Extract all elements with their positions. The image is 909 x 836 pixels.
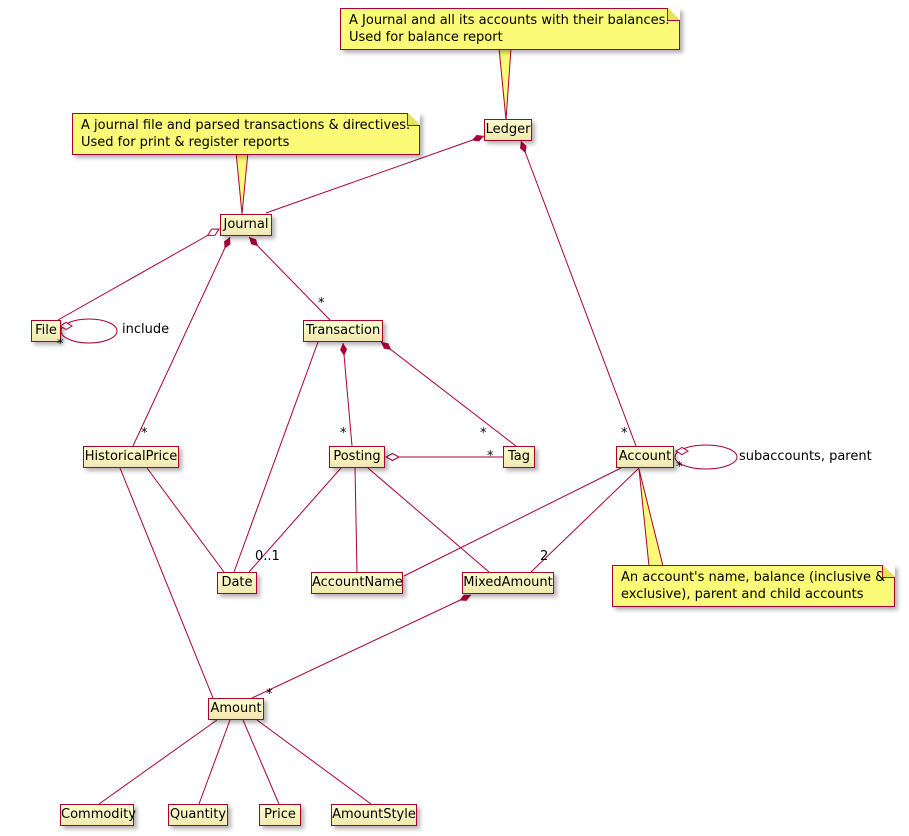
edge-transaction-tag — [380, 341, 517, 447]
class-mixedamount: MixedAmount — [462, 572, 554, 594]
edge-posting-date — [248, 467, 342, 573]
class-account: Account — [616, 446, 674, 468]
edge-journal-file — [57, 229, 219, 321]
note-text-line: A Journal and all its accounts with thei… — [349, 13, 670, 28]
note-fold-icon — [666, 8, 680, 21]
note-connector-journal — [235, 151, 249, 215]
note-text-line: An account's name, balance (inclusive & — [621, 570, 886, 585]
edge-posting-accountname — [354, 467, 358, 573]
multiplicity-transaction-tag: * — [480, 426, 487, 441]
edge-journal-historicalprice — [132, 236, 231, 447]
class-transaction: Transaction — [303, 320, 383, 342]
edge-posting-mixedamount — [367, 467, 490, 573]
edge-journal-transaction — [248, 236, 331, 321]
class-date: Date — [217, 572, 257, 594]
edge-transaction-date — [233, 341, 319, 573]
note-ledger: A Journal and all its accounts with thei… — [340, 8, 680, 50]
class-file: File — [31, 320, 61, 342]
edge-account-mixedamount — [530, 467, 640, 573]
note-text-line: Used for balance report — [349, 30, 503, 45]
note-account: An account's name, balance (inclusive & … — [612, 565, 896, 607]
note-journal: A journal file and parsed transactions &… — [72, 113, 421, 155]
class-amountstyle: AmountStyle — [331, 804, 417, 826]
class-ledger: Ledger — [484, 119, 532, 141]
multiplicity-posting-tag: * — [487, 449, 494, 464]
class-amount: Amount — [208, 698, 264, 720]
note-connector-account — [638, 468, 664, 567]
class-historicalprice: HistoricalPrice — [83, 446, 179, 468]
class-posting: Posting — [329, 446, 385, 468]
loop-account-subaccounts — [674, 444, 738, 470]
loop-file-include — [60, 318, 118, 344]
multiplicity-file-loop: * — [57, 337, 64, 352]
class-commodity: Commodity — [60, 804, 136, 826]
note-fold-icon — [407, 113, 421, 126]
multiplicity-journal-historicalprice: * — [141, 426, 148, 441]
note-text-line: Used for print & register reports — [81, 135, 290, 150]
class-tag: Tag — [503, 446, 535, 468]
edge-mixedamount-amount — [251, 594, 472, 699]
edge-amount-amountstyle — [256, 719, 372, 805]
note-connector-ledger — [498, 47, 512, 121]
multiplicity-transaction-posting: * — [340, 426, 347, 441]
multiplicity-account-loop: * — [676, 460, 683, 475]
edge-label-include: include — [122, 322, 170, 337]
edge-amount-price — [242, 719, 280, 805]
multiplicity-account-mixedamount: 2 — [540, 549, 549, 564]
open-diamond-file-loop — [59, 321, 73, 331]
class-accountname: AccountName — [311, 572, 403, 594]
note-text-line: exclusive), parent and child accounts — [621, 587, 864, 602]
multiplicity-mixedamount-amount: * — [266, 687, 273, 702]
multiplicity-ledger-account: * — [621, 426, 628, 441]
open-diamond-account-loop — [675, 446, 689, 456]
multiplicity-posting-date: 0..1 — [255, 549, 280, 564]
note-text-line: A journal file and parsed transactions &… — [81, 118, 411, 133]
edge-ledger-journal — [265, 134, 485, 214]
edge-ledger-account — [520, 140, 637, 447]
edge-label-subaccounts-parent: subaccounts, parent — [739, 449, 872, 464]
multiplicity-journal-transaction: * — [318, 296, 325, 311]
edge-amount-commodity — [98, 719, 218, 805]
class-quantity: Quantity — [168, 804, 228, 826]
edge-transaction-posting — [340, 342, 353, 447]
note-fold-icon — [882, 565, 896, 578]
edge-historicalprice-date — [146, 467, 225, 573]
edge-historicalprice-amount — [119, 467, 214, 699]
class-journal: Journal — [220, 214, 272, 236]
edge-account-accountname — [403, 467, 622, 577]
class-price: Price — [259, 804, 301, 826]
edge-amount-quantity — [198, 719, 231, 805]
